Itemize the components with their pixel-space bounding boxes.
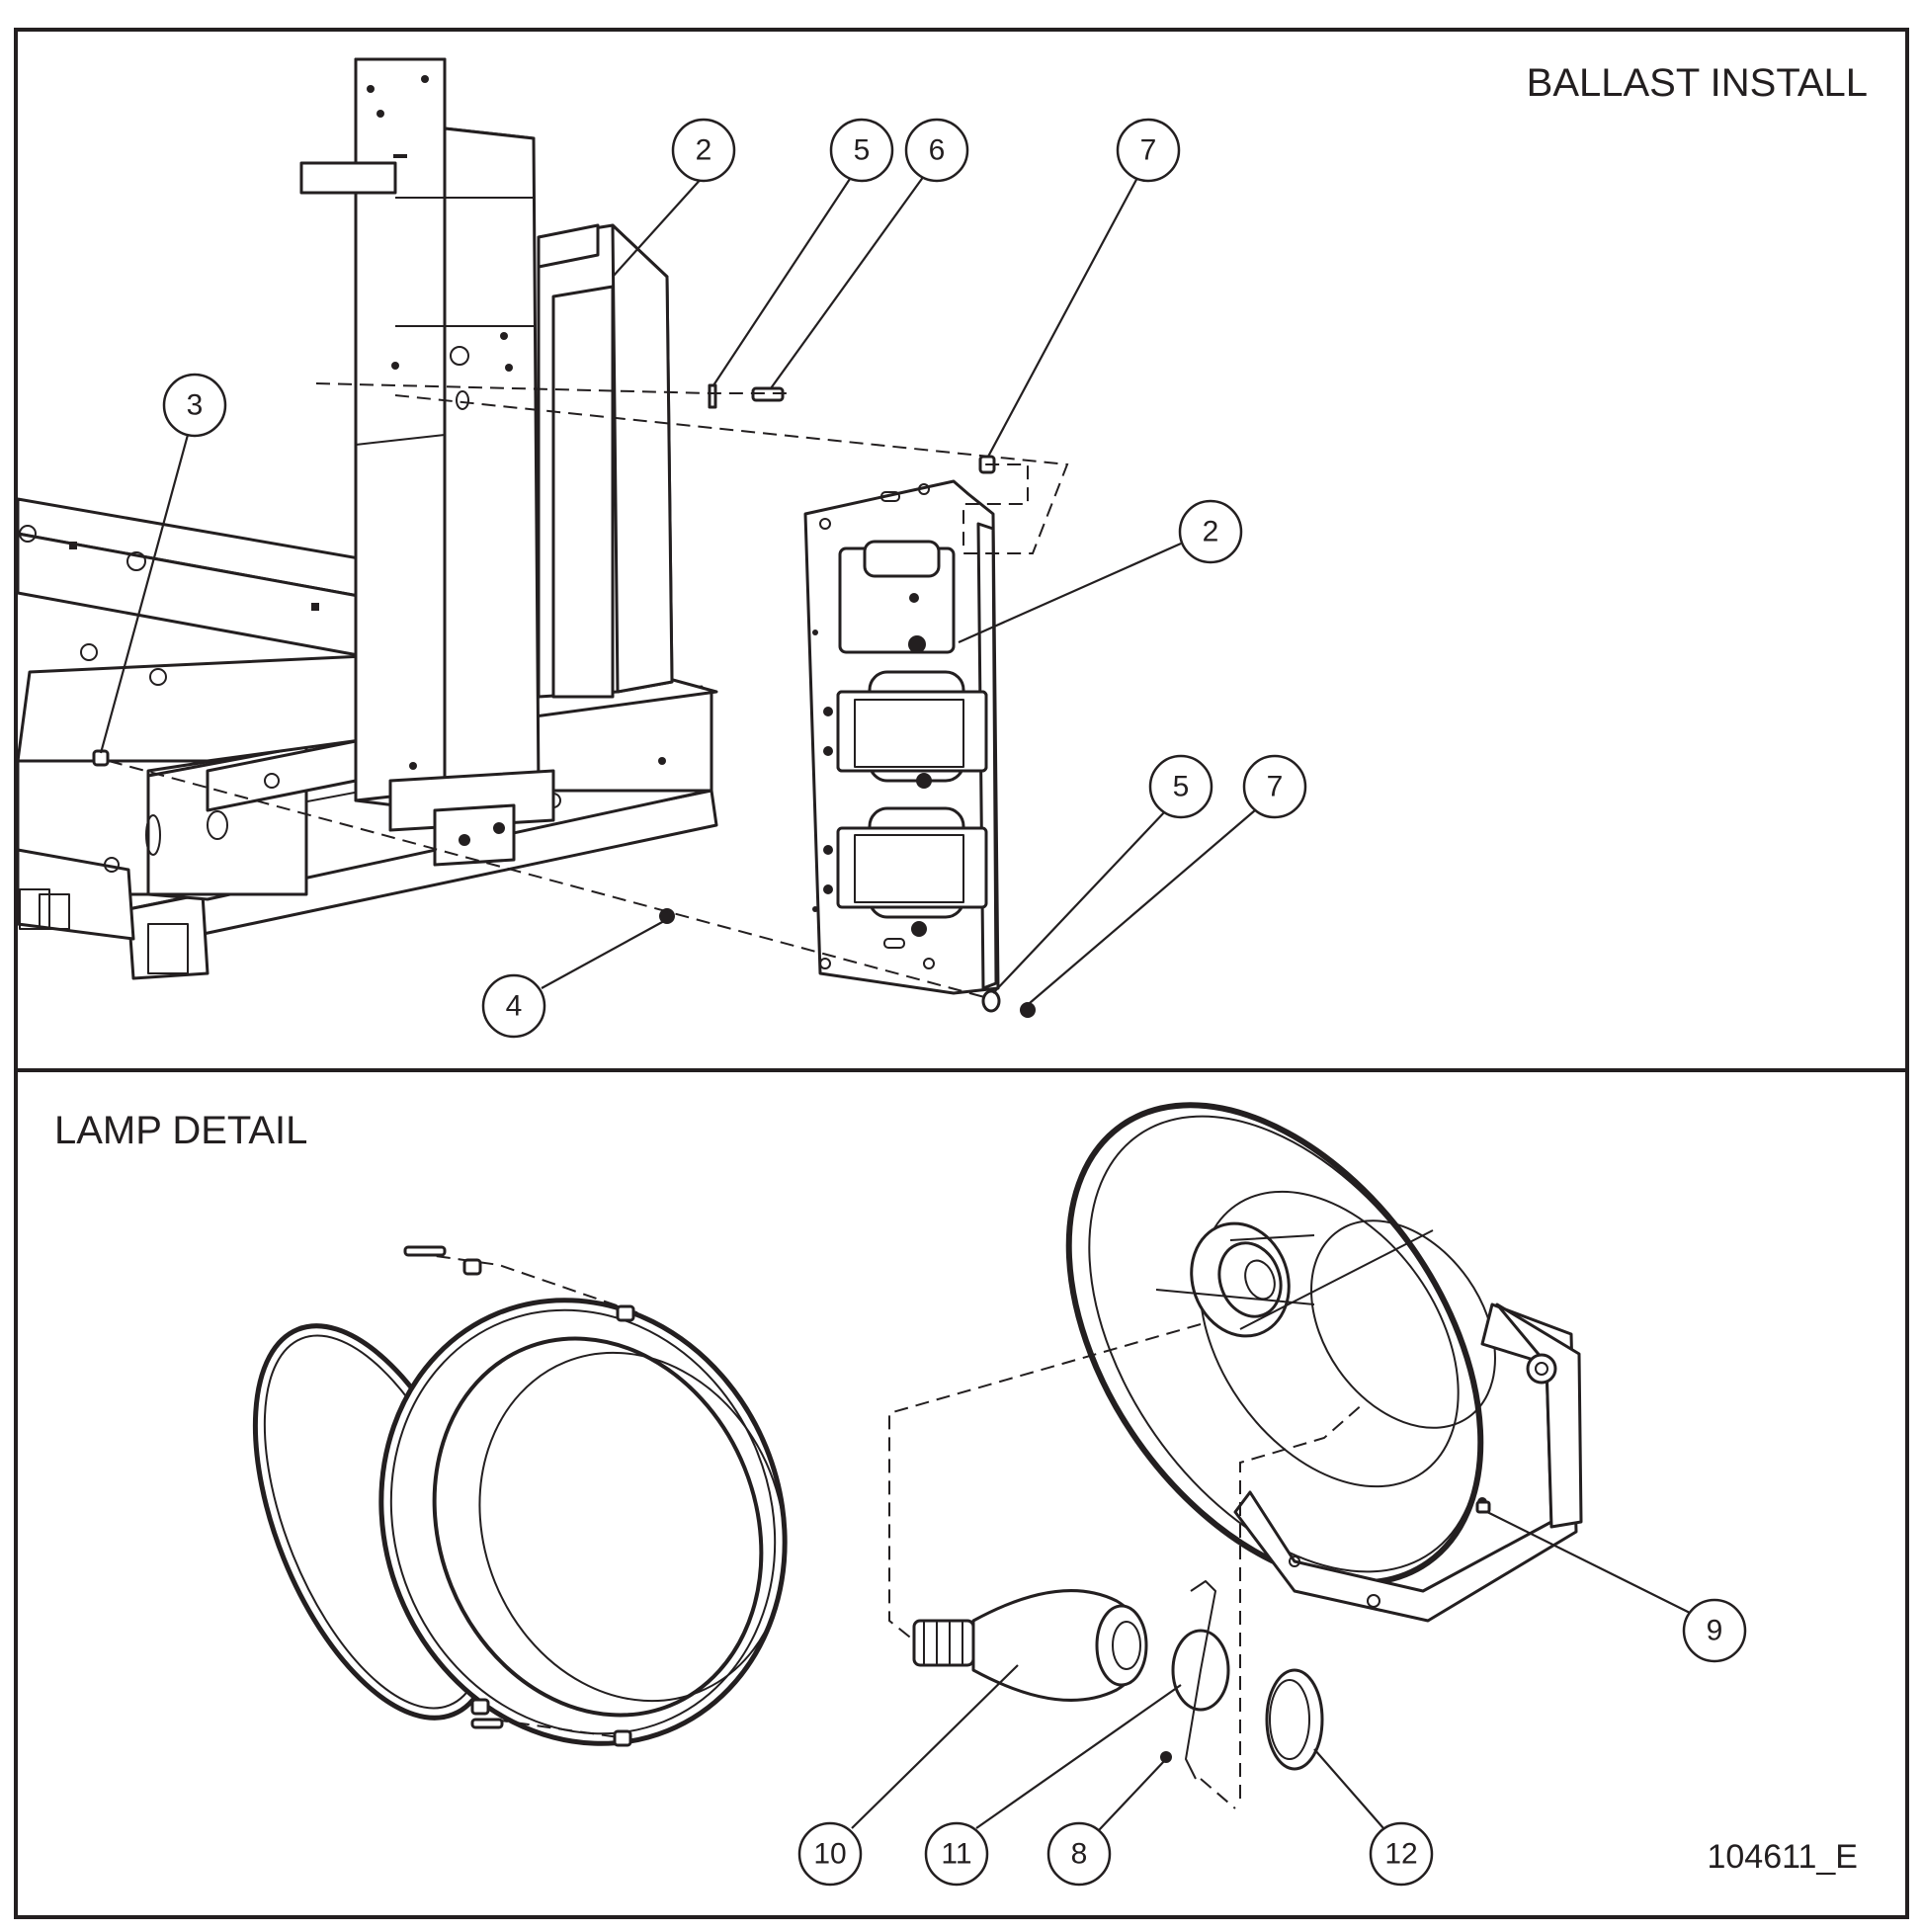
balloon-5-upper: 5 (712, 118, 894, 386)
svg-text:12: 12 (1384, 1838, 1417, 1871)
ballast-plate (803, 479, 1000, 995)
svg-text:9: 9 (1707, 1615, 1723, 1647)
svg-text:5: 5 (854, 134, 871, 167)
svg-text:5: 5 (1173, 771, 1190, 803)
balloon-9: 9 (1486, 1511, 1747, 1663)
balloon-2-lower: 2 (958, 499, 1243, 644)
balloon-2-upper: 2 (612, 118, 736, 278)
lamp-detail-frame (14, 1068, 1909, 1919)
svg-text:2: 2 (1203, 516, 1219, 548)
lamp-parts (888, 1323, 1491, 1809)
svg-text:2: 2 (696, 134, 712, 167)
balloon-12: 12 (1313, 1748, 1434, 1887)
svg-text:7: 7 (1267, 771, 1284, 803)
svg-text:6: 6 (929, 134, 946, 167)
balloon-3: 3 (99, 373, 227, 754)
svg-text:7: 7 (1140, 134, 1157, 167)
ballast-hardware (92, 382, 1069, 1018)
svg-text:4: 4 (506, 990, 523, 1023)
balloon-7-upper: 7 (987, 118, 1181, 458)
svg-text:10: 10 (813, 1838, 846, 1871)
ballast-install-title: BALLAST INSTALL (1527, 61, 1868, 105)
svg-text:3: 3 (187, 389, 204, 422)
svg-text:11: 11 (941, 1838, 971, 1871)
reflector-housing (1065, 1102, 1583, 1623)
balloon-8: 8 (1046, 1758, 1167, 1887)
balloon-6: 6 (770, 118, 969, 389)
ballast-can (537, 223, 674, 699)
balloon-5-lower: 5 (992, 754, 1213, 994)
balloon-11: 11 (924, 1684, 1182, 1887)
lamp-detail-title: LAMP DETAIL (54, 1109, 307, 1152)
balloon-10: 10 (797, 1664, 1019, 1887)
svg-text:8: 8 (1071, 1838, 1088, 1871)
vertical-post (299, 57, 555, 867)
lens-ring-assembly (252, 1245, 788, 1747)
drawing-number: 104611_E (1707, 1838, 1858, 1876)
balloon-4: 4 (481, 920, 665, 1039)
balloon-7-lower: 7 (1029, 754, 1307, 1004)
